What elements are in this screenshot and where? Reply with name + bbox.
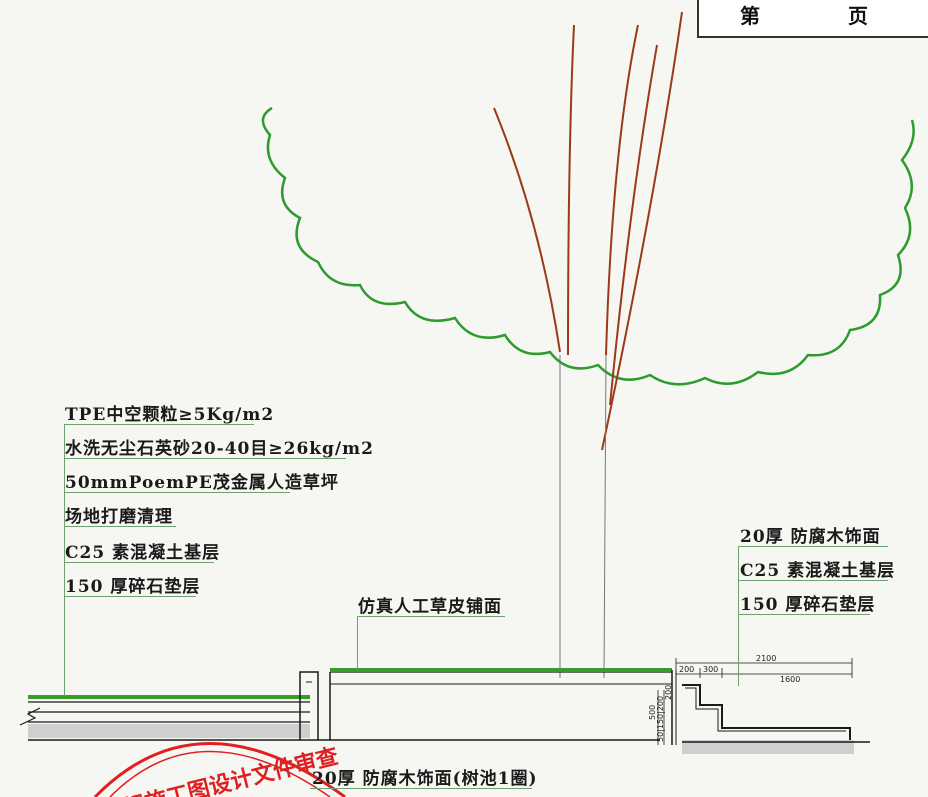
page-label-b: 页	[848, 4, 868, 28]
trunk-outline	[559, 354, 607, 679]
ground-section	[28, 668, 870, 754]
center-note-line	[357, 616, 505, 617]
right-note-3-line	[738, 614, 870, 615]
title-block	[697, 0, 928, 38]
center-leader	[357, 616, 358, 670]
left-note-3-line	[64, 492, 290, 493]
dimension-lines	[657, 658, 853, 745]
right-note-1: 20厚 防腐木饰面	[740, 527, 881, 547]
center-note: 仿真人工草皮铺面	[358, 597, 502, 617]
left-note-2-line	[64, 458, 346, 459]
bottom-note-line	[310, 788, 532, 789]
left-note-5: C25 素混凝土基层	[65, 543, 221, 563]
dim-vert-a: 500	[648, 705, 657, 720]
left-note-2: 水洗无尘石英砂20-40目≥26kg/m2	[65, 439, 374, 459]
left-note-5-line	[64, 562, 214, 563]
right-leader	[738, 546, 739, 686]
break-symbol	[19, 707, 41, 726]
right-note-1-line	[738, 546, 888, 547]
page-label-a: 第	[740, 4, 760, 28]
dim-total: 2100	[756, 654, 776, 663]
right-note-3: 150 厚碎石垫层	[740, 595, 876, 615]
bottom-note: 20厚 防腐木饰面(树池1圈)	[312, 769, 538, 789]
dim-seg-b: 300	[703, 665, 718, 674]
left-note-6: 150 厚碎石垫层	[65, 577, 201, 597]
left-note-3: 50mmPoemPE茂金属人造草坪	[65, 473, 339, 493]
tree-trunk	[493, 11, 683, 451]
dim-seg-c: 1600	[780, 675, 800, 684]
stamp-text: 规施工图设计文件审查	[121, 743, 341, 797]
left-note-1: TPE中空颗粒≥5Kg/m2	[65, 405, 275, 425]
right-note-2: C25 素混凝土基层	[740, 561, 896, 581]
dim-vert-c: 200	[664, 685, 673, 700]
dim-vert-b: 50|150|200	[656, 696, 665, 742]
left-leader	[64, 424, 65, 696]
left-note-6-line	[64, 596, 196, 597]
tree-canopy	[261, 106, 915, 386]
left-note-4-line	[64, 526, 176, 527]
dim-seg-a: 200	[679, 665, 694, 674]
left-note-1-line	[64, 424, 254, 425]
review-stamp: 规施工图设计文件审查	[93, 742, 346, 797]
right-note-2-line	[738, 580, 888, 581]
left-note-4: 场地打磨清理	[65, 507, 173, 527]
